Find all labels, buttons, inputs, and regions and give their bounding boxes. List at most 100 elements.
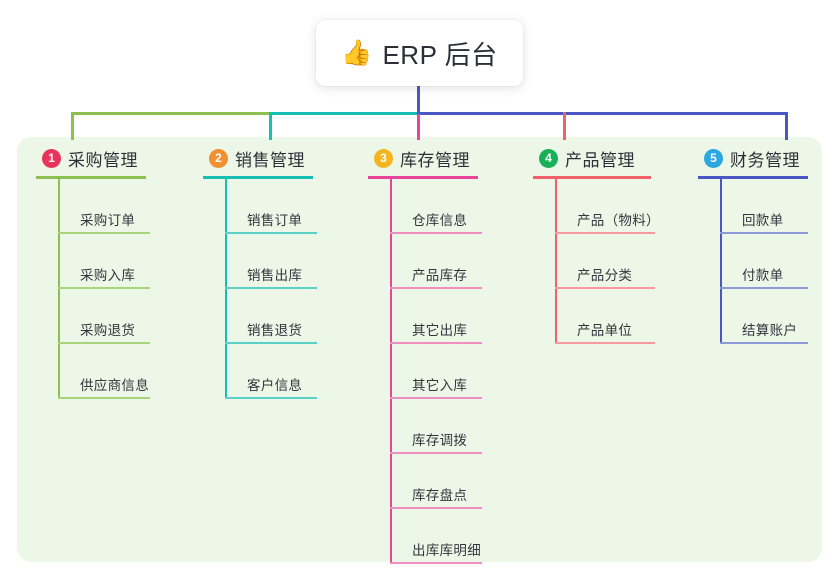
leaf-item[interactable]: 其它出库 <box>390 289 482 344</box>
leaf-item[interactable]: 回款单 <box>720 179 808 234</box>
category-column-2: 2 销售管理销售订单销售出库销售退货客户信息 <box>203 145 317 399</box>
category-badge-3: 3 <box>374 148 393 168</box>
trunk-segment-green <box>71 112 269 115</box>
leaf-item-rule <box>225 287 317 289</box>
leaf-spine-4 <box>555 179 557 344</box>
leaf-item-rule <box>225 232 317 234</box>
leaf-item[interactable]: 库存调拨 <box>390 399 482 454</box>
drop-stem-1 <box>71 112 74 140</box>
leaf-item[interactable]: 库存盘点 <box>390 454 482 509</box>
trunk-segment-teal <box>269 112 417 115</box>
leaf-item-rule <box>720 287 808 289</box>
leaf-item[interactable]: 产品单位 <box>555 289 660 344</box>
leaf-item-rule <box>58 232 150 234</box>
drop-stem-3 <box>417 112 420 140</box>
leaf-item-label: 采购订单 <box>80 213 136 228</box>
leaf-item-rule <box>390 452 482 454</box>
leaf-item-label: 结算账户 <box>742 323 798 338</box>
leaf-item[interactable]: 客户信息 <box>225 344 317 399</box>
leaf-item[interactable]: 销售订单 <box>225 179 317 234</box>
leaf-list-2: 销售订单销售出库销售退货客户信息 <box>225 179 317 399</box>
category-underline-5 <box>698 176 808 179</box>
leaf-list-5: 回款单付款单结算账户 <box>720 179 808 344</box>
trunk-segment-indigo <box>417 112 785 115</box>
leaf-item-label: 产品库存 <box>412 268 468 283</box>
leaf-item-label: 库存盘点 <box>412 488 468 503</box>
leaf-item-label: 采购入库 <box>80 268 136 283</box>
leaf-item[interactable]: 结算账户 <box>720 289 808 344</box>
leaf-item-label: 出库库明细 <box>412 543 481 558</box>
leaf-item-label: 产品分类 <box>577 268 633 283</box>
leaf-spine-3 <box>390 179 392 564</box>
leaf-item-label: 产品单位 <box>577 323 633 338</box>
category-title-1: 采购管理 <box>68 150 138 170</box>
leaf-item[interactable]: 产品（物料） <box>555 179 660 234</box>
drop-stem-2 <box>269 112 272 140</box>
leaf-spine-2 <box>225 179 227 399</box>
leaf-item[interactable]: 出库库明细 <box>390 509 482 564</box>
leaf-item[interactable]: 仓库信息 <box>390 179 482 234</box>
leaf-item[interactable]: 供应商信息 <box>58 344 150 399</box>
leaf-item-rule <box>390 287 482 289</box>
category-header-2[interactable]: 2 销售管理 <box>203 145 313 171</box>
leaf-item-rule <box>390 232 482 234</box>
leaf-item-rule <box>720 342 808 344</box>
leaf-item-rule <box>225 397 317 399</box>
leaf-item-rule <box>58 397 150 399</box>
leaf-item[interactable]: 采购入库 <box>58 234 150 289</box>
leaf-item-rule <box>390 562 482 564</box>
leaf-item-rule <box>390 507 482 509</box>
leaf-item-rule <box>58 342 150 344</box>
category-badge-4: 4 <box>539 148 558 168</box>
drop-stem-4 <box>563 112 566 140</box>
category-header-3[interactable]: 3 库存管理 <box>368 145 481 171</box>
leaf-item[interactable]: 销售出库 <box>225 234 317 289</box>
leaf-list-3: 仓库信息产品库存其它出库其它入库库存调拨库存盘点出库库明细 <box>390 179 482 564</box>
category-panel-background <box>17 137 822 562</box>
leaf-item[interactable]: 采购退货 <box>58 289 150 344</box>
leaf-spine-1 <box>58 179 60 399</box>
leaf-item-rule <box>555 342 655 344</box>
leaf-item[interactable]: 产品分类 <box>555 234 660 289</box>
leaf-list-4: 产品（物料） 产品分类产品单位 <box>555 179 660 344</box>
leaf-item[interactable]: 其它入库 <box>390 344 482 399</box>
leaf-item-label: 回款单 <box>742 213 784 228</box>
leaf-item-label: 仓库信息 <box>412 213 468 228</box>
category-underline-1 <box>36 176 146 179</box>
leaf-item-label: 供应商信息 <box>80 378 149 393</box>
leaf-item-label: 库存调拨 <box>412 433 468 448</box>
root-node[interactable]: 👍 ERP 后台 <box>316 20 523 86</box>
thumbs-up-icon: 👍 <box>341 38 373 67</box>
leaf-item-label: 产品（物料） <box>577 213 660 228</box>
drop-stem-5 <box>785 112 788 140</box>
category-title-5: 财务管理 <box>730 150 800 170</box>
leaf-item-rule <box>555 287 655 289</box>
leaf-item-rule <box>555 232 655 234</box>
category-badge-1: 1 <box>42 148 61 168</box>
leaf-item-label: 其它出库 <box>412 323 468 338</box>
category-column-1: 1 采购管理采购订单采购入库采购退货供应商信息 <box>36 145 150 399</box>
leaf-item-label: 销售退货 <box>247 323 303 338</box>
category-title-3: 库存管理 <box>400 150 470 170</box>
category-underline-4 <box>533 176 651 179</box>
leaf-item[interactable]: 销售退货 <box>225 289 317 344</box>
category-header-1[interactable]: 1 采购管理 <box>36 145 149 171</box>
leaf-item[interactable]: 付款单 <box>720 234 808 289</box>
root-connector-stem <box>417 86 420 114</box>
leaf-item-label: 付款单 <box>742 268 784 283</box>
category-title-2: 销售管理 <box>235 150 305 170</box>
category-underline-3 <box>368 176 478 179</box>
category-column-3: 3 库存管理仓库信息产品库存其它出库其它入库库存调拨库存盘点出库库明细 <box>368 145 482 564</box>
leaf-item-rule <box>58 287 150 289</box>
leaf-item-rule <box>720 232 808 234</box>
leaf-item-rule <box>390 342 482 344</box>
category-badge-2: 2 <box>209 148 228 168</box>
leaf-item[interactable]: 产品库存 <box>390 234 482 289</box>
leaf-item[interactable]: 采购订单 <box>58 179 150 234</box>
leaf-item-label: 销售订单 <box>247 213 303 228</box>
